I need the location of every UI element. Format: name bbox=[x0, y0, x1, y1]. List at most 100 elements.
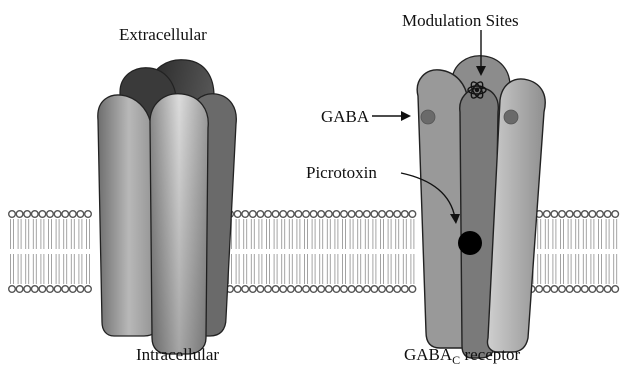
lipid-tails bbox=[606, 219, 609, 284]
lipid-head bbox=[54, 211, 61, 218]
lipid-tails bbox=[538, 219, 541, 284]
picrotoxin-binding-site bbox=[458, 231, 482, 255]
lipid-head bbox=[24, 286, 31, 293]
lipid-tails bbox=[553, 219, 556, 284]
lipid-head bbox=[551, 286, 558, 293]
lipid-tails bbox=[71, 219, 74, 284]
lipid-head bbox=[303, 286, 310, 293]
lipid-head bbox=[310, 286, 317, 293]
lipid-head bbox=[402, 211, 409, 218]
lipid-tails bbox=[343, 219, 346, 284]
lipid-head bbox=[409, 211, 416, 218]
lipid-head bbox=[333, 286, 340, 293]
lipid-head bbox=[250, 211, 257, 218]
lipid-tails bbox=[411, 219, 414, 284]
lipid-head bbox=[364, 211, 371, 218]
gaba-label: GABA bbox=[321, 108, 369, 125]
lipid-head bbox=[604, 211, 611, 218]
picrotoxin-label: Picrotoxin bbox=[306, 164, 377, 181]
lipid-head bbox=[402, 286, 409, 293]
intracellular-label: Intracellular bbox=[136, 346, 219, 363]
gaba-binding-site-left bbox=[421, 110, 435, 124]
lipid-head bbox=[551, 211, 558, 218]
lipid-head bbox=[39, 286, 46, 293]
lipid-head bbox=[77, 286, 84, 293]
receptor-name-main: GABA bbox=[404, 345, 452, 364]
lipid-head bbox=[9, 286, 16, 293]
lipid-tails bbox=[79, 219, 82, 284]
lipid-tails bbox=[561, 219, 564, 284]
left-receptor bbox=[98, 60, 236, 354]
lipid-head bbox=[32, 211, 39, 218]
lipid-tails bbox=[41, 219, 44, 284]
extracellular-label: Extracellular bbox=[119, 26, 207, 43]
lipid-head bbox=[386, 211, 393, 218]
lipid-head bbox=[9, 211, 16, 218]
lipid-head bbox=[589, 211, 596, 218]
lipid-tails bbox=[335, 219, 338, 284]
lipid-head bbox=[379, 286, 386, 293]
lipid-head bbox=[409, 286, 416, 293]
lipid-head bbox=[318, 211, 325, 218]
lipid-head bbox=[341, 211, 348, 218]
lipid-tails bbox=[583, 219, 586, 284]
lipid-tails bbox=[236, 219, 239, 284]
lipid-tails bbox=[327, 219, 330, 284]
lipid-head bbox=[604, 286, 611, 293]
lipid-tails bbox=[87, 219, 90, 284]
gaba-c-receptor bbox=[417, 56, 545, 358]
modulation-sites-label: Modulation Sites bbox=[402, 12, 519, 29]
lipid-head bbox=[288, 286, 295, 293]
lipid-head bbox=[257, 286, 264, 293]
lipid-head bbox=[62, 211, 69, 218]
lipid-tails bbox=[396, 219, 399, 284]
gaba-binding-site-right bbox=[504, 110, 518, 124]
lipid-head bbox=[47, 211, 54, 218]
lipid-tails bbox=[56, 219, 59, 284]
lipid-tails bbox=[614, 219, 617, 284]
lipid-tails bbox=[350, 219, 353, 284]
lipid-tails bbox=[11, 219, 14, 284]
lipid-head bbox=[39, 211, 46, 218]
lipid-head bbox=[356, 286, 363, 293]
lipid-head bbox=[16, 286, 23, 293]
lipid-head bbox=[303, 211, 310, 218]
lipid-tails bbox=[381, 219, 384, 284]
lipid-tails bbox=[49, 219, 52, 284]
lipid-tails bbox=[18, 219, 21, 284]
lipid-head bbox=[265, 211, 272, 218]
lipid-head bbox=[574, 211, 581, 218]
lipid-head bbox=[54, 286, 61, 293]
lipid-head bbox=[356, 211, 363, 218]
lipid-head bbox=[589, 286, 596, 293]
lipid-head bbox=[70, 286, 77, 293]
lipid-head bbox=[85, 286, 92, 293]
receptor-name-label: GABAC receptor bbox=[404, 346, 520, 366]
lipid-head bbox=[333, 211, 340, 218]
lipid-tails bbox=[305, 219, 308, 284]
lipid-tails bbox=[297, 219, 300, 284]
lipid-tails bbox=[282, 219, 285, 284]
lipid-head bbox=[364, 286, 371, 293]
lipid-head bbox=[582, 286, 589, 293]
lipid-head bbox=[242, 211, 249, 218]
lipid-tails bbox=[267, 219, 270, 284]
lipid-head bbox=[257, 211, 264, 218]
lipid-tails bbox=[26, 219, 29, 284]
lipid-tails bbox=[365, 219, 368, 284]
lipid-head bbox=[371, 286, 378, 293]
lipid-head bbox=[295, 286, 302, 293]
lipid-tails bbox=[545, 219, 548, 284]
lipid-head bbox=[612, 286, 619, 293]
lipid-head bbox=[16, 211, 23, 218]
lipid-head bbox=[242, 286, 249, 293]
lipid-tails bbox=[373, 219, 376, 284]
lipid-head bbox=[326, 211, 333, 218]
lipid-head bbox=[272, 286, 279, 293]
lipid-head bbox=[234, 286, 241, 293]
lipid-head bbox=[394, 211, 401, 218]
lipid-tails bbox=[403, 219, 406, 284]
lipid-tails bbox=[33, 219, 36, 284]
lipid-head bbox=[250, 286, 257, 293]
